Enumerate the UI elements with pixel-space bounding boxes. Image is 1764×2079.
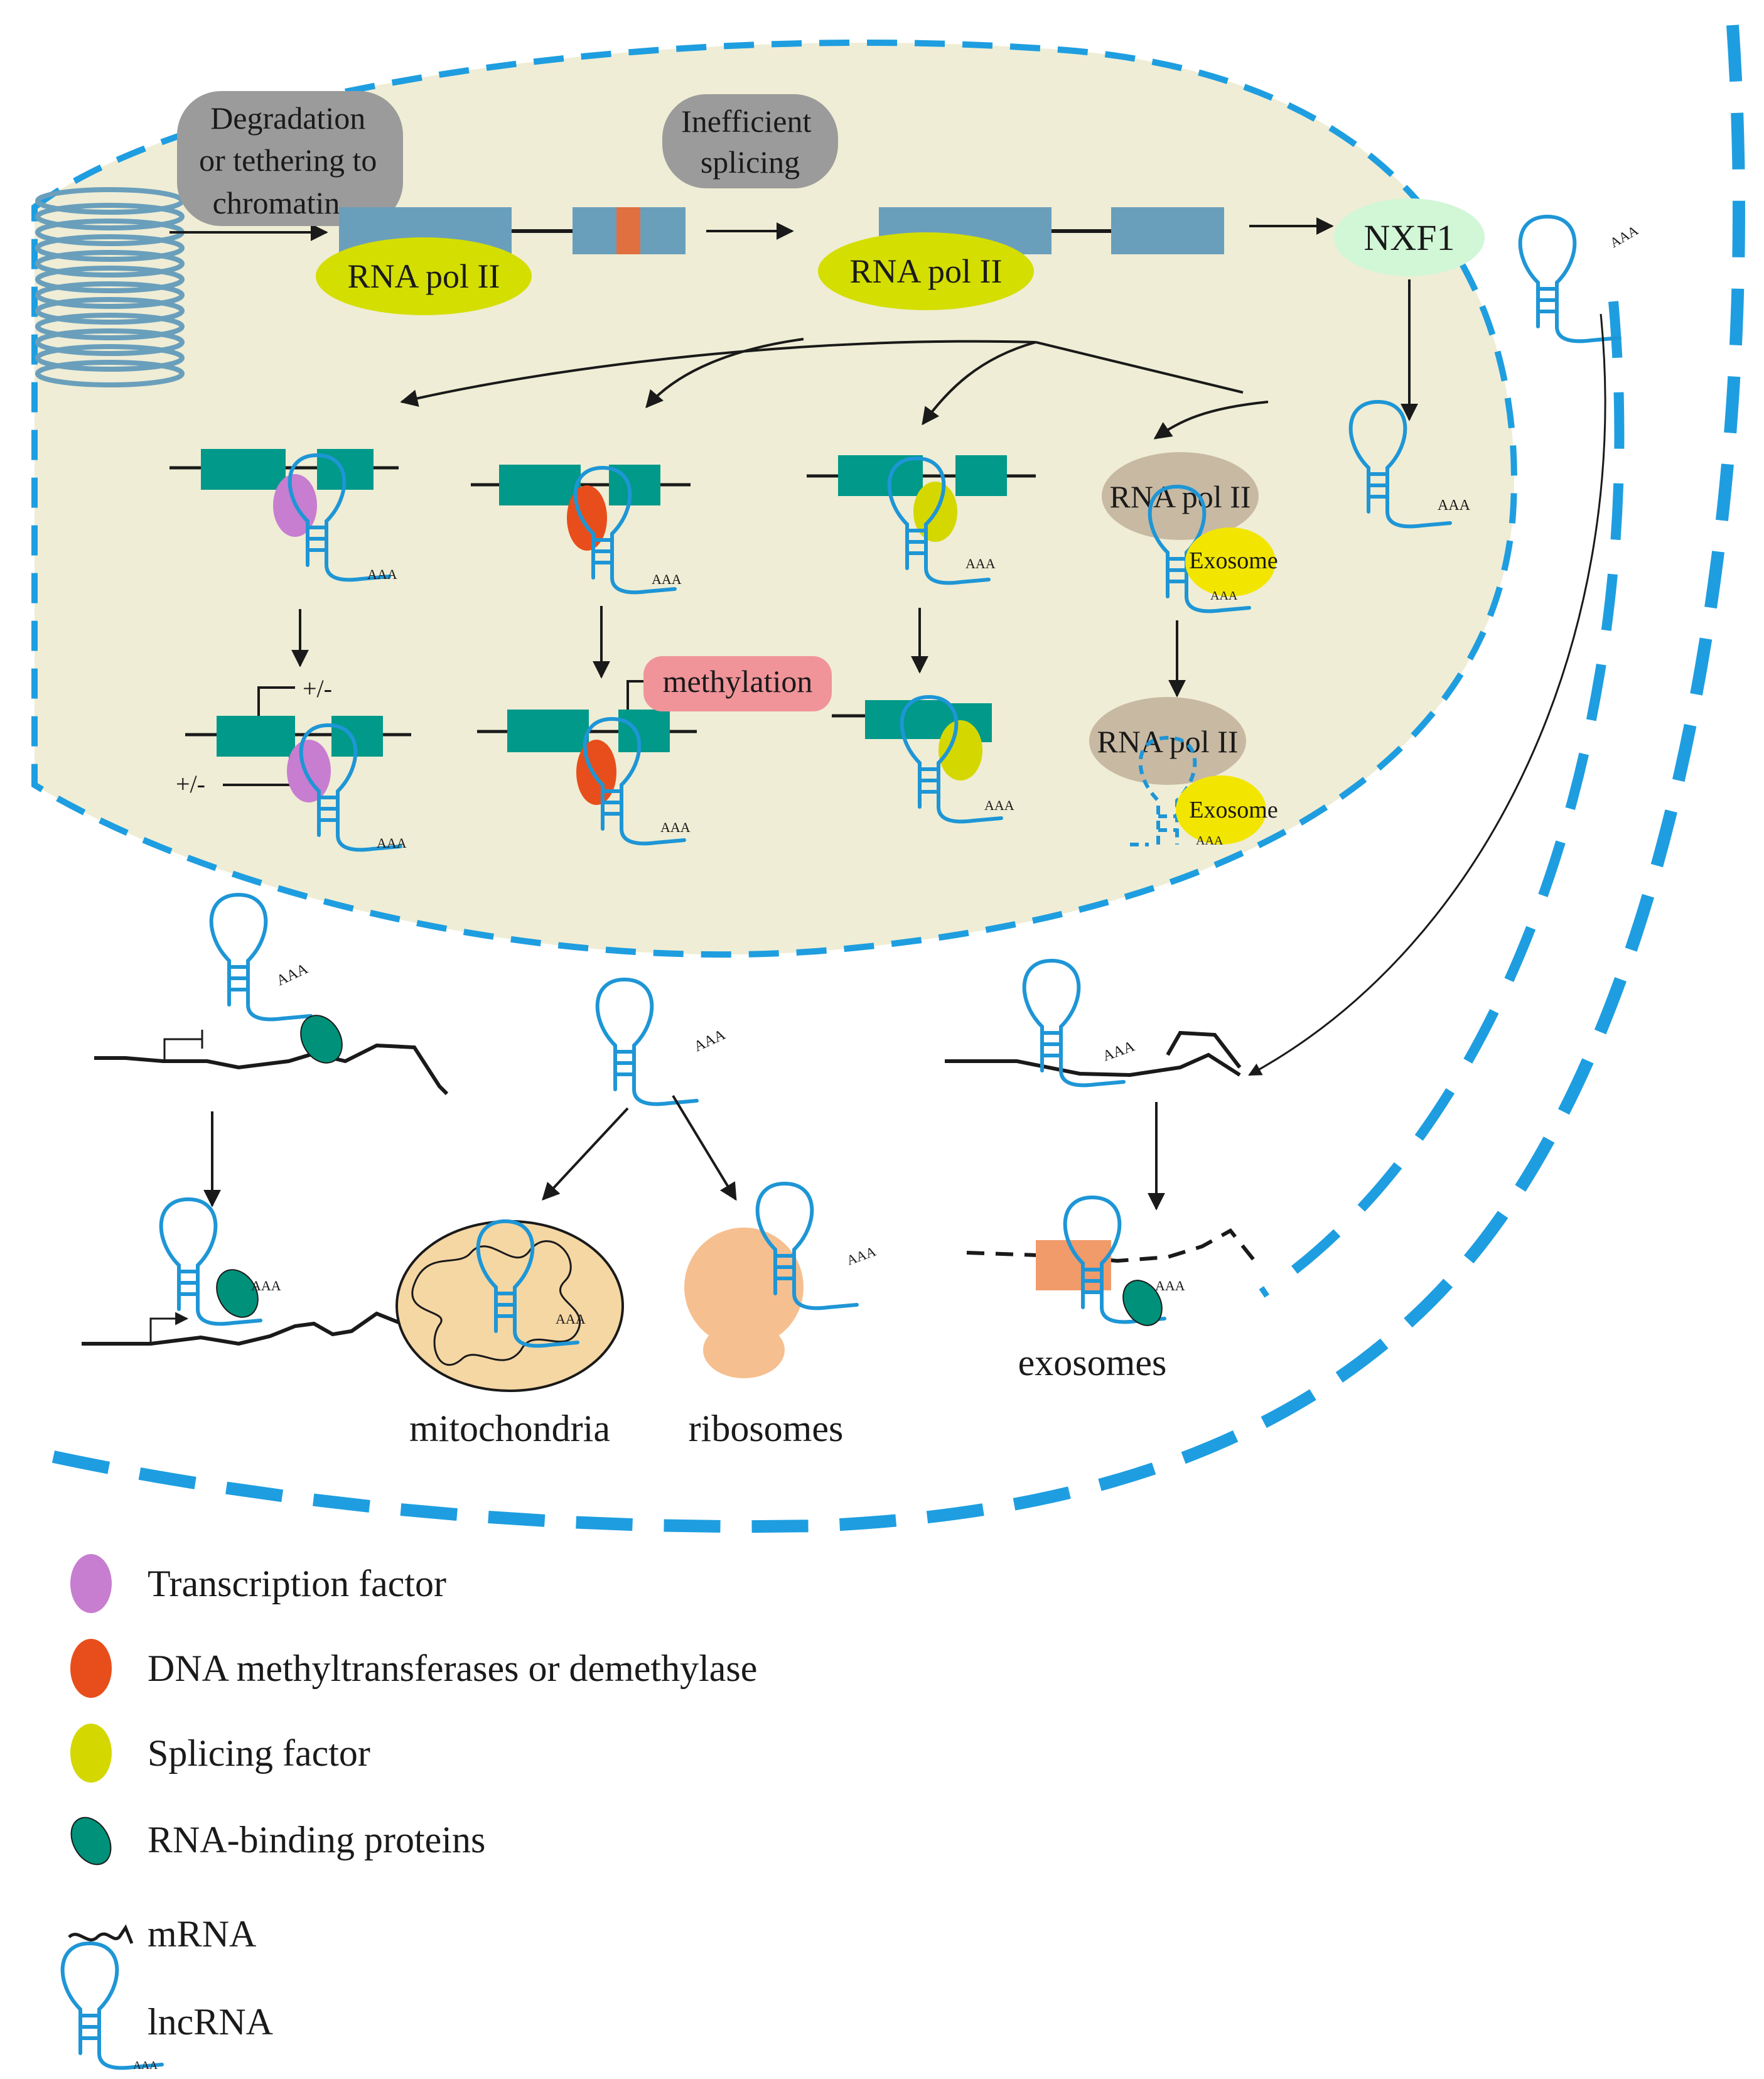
poly-a-label: AAA (965, 556, 996, 571)
cytoplasm-mrna-regulation: AAA AAA (82, 895, 449, 1351)
poly-a-label: AAA (660, 819, 691, 835)
rna-pol-ii-3-label: RNA pol II (1110, 479, 1251, 514)
panel-methyltransferase: AAA methylation AAA (471, 465, 832, 843)
degradation-box (177, 91, 403, 226)
poly-a-label: AAA (1607, 222, 1641, 251)
poly-a-label: AAA (1196, 834, 1224, 848)
inefficient-splicing-box (662, 94, 838, 188)
inefficient-splicing-label: Inefficient splicing (681, 104, 819, 180)
legend: Transcription factor DNA methyltransfera… (63, 1554, 757, 2071)
poly-a-label: AAA (984, 797, 1014, 813)
degradation-label: Degradation or tethering to chromatin (199, 100, 385, 220)
methylation-label: methylation (663, 664, 813, 699)
poly-a-label: AAA (377, 835, 407, 851)
legend-label-lncrna: lncRNA (148, 2001, 273, 2043)
legend-label-transcription-factor: Transcription factor (148, 1563, 446, 1604)
plus-minus-label-bottom: +/- (176, 770, 205, 798)
ribosomes-label: ribosomes (689, 1408, 844, 1449)
poly-a-label: AAA (1210, 589, 1238, 603)
legend-symbol-methyltransferase (70, 1639, 112, 1698)
rna-binding-protein (300, 1015, 343, 1064)
rna-pol-ii-1 (316, 237, 532, 315)
poly-a-label: AAA (274, 961, 311, 990)
legend-symbol-mrna-squiggle (68, 1924, 134, 1944)
legend-label-methyltransferase: DNA methyltransferases or demethylase (148, 1648, 757, 1689)
exosome-label: Exosome (1189, 797, 1277, 823)
rna-pol-ii-4-label: RNA pol II (1097, 724, 1239, 759)
legend-symbol-transcription-factor (70, 1554, 112, 1613)
poly-a-label: AAA (133, 2059, 158, 2071)
exosome-label: Exosome (1189, 548, 1277, 574)
mitochondria-label: mitochondria (409, 1408, 610, 1449)
panel-exosome-degradation: RNA pol II Exosome AAA RNA pol II Exosom… (1089, 452, 1278, 848)
methylation-box (643, 656, 832, 711)
gene-1 (339, 207, 686, 254)
panel-splicing-factor: AAA AAA (807, 455, 1036, 821)
poly-a-label: AAA (844, 1243, 878, 1268)
plus-minus-label-top: +/- (303, 674, 332, 703)
poly-a-label: AAA (251, 1278, 281, 1293)
poly-a-label: AAA (1155, 1278, 1185, 1293)
legend-label-mrna: mRNA (148, 1913, 256, 1955)
branch-arrows (400, 338, 1269, 440)
poly-a-label: AAA (556, 1311, 586, 1327)
poly-a-label: AAA (692, 1027, 729, 1056)
legend-label-splicing-factor: Splicing factor (148, 1732, 370, 1774)
poly-a-label: AAA (1438, 497, 1471, 514)
exosome (1185, 527, 1276, 597)
cytoplasm-organelles: AAA AAA mitochondria AAA ribosomes (395, 980, 878, 1449)
poly-a-label: AAA (367, 566, 397, 582)
exosomes-label: exosomes (1018, 1342, 1167, 1383)
rna-pol-ii-2 (818, 232, 1034, 310)
ribosome-icon (684, 1228, 804, 1378)
poly-a-label: AAA (652, 571, 682, 587)
poly-a-label: AAA (1100, 1038, 1137, 1064)
nxf1 (1334, 198, 1485, 276)
rna-pol-ii-2-label: RNA pol II (850, 252, 1003, 290)
legend-label-rna-binding-protein: RNA-binding proteins (148, 1819, 485, 1860)
legend-symbol-splicing-factor (70, 1724, 112, 1783)
cell-membrane (23, 24, 1745, 1533)
lncrna-exported-icon (1520, 217, 1620, 341)
nxf1-label: NXF1 (1363, 217, 1455, 258)
cytoplasm-exosomes: AAA AAA exosomes (945, 313, 1606, 1383)
panel-transcription-factor: AAA +/- +/- AAA (169, 449, 411, 851)
legend-symbol-rna-binding-protein (70, 1817, 112, 1866)
rna-pol-ii-1-label: RNA pol II (348, 257, 500, 295)
